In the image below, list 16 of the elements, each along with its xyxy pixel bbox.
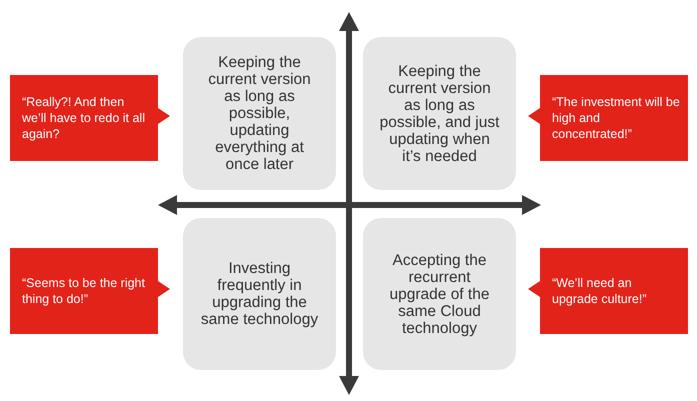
quadrant-box bbox=[363, 37, 516, 190]
speech-bubble bbox=[10, 248, 170, 334]
quadrant-box bbox=[363, 218, 516, 370]
speech-bubble bbox=[10, 75, 170, 161]
quote-text: “Really?! And then we’ll have to redo it all again? bbox=[22, 94, 146, 142]
quadrant-text: Investing frequently in upgrading the same technology bbox=[200, 260, 320, 328]
quadrant-text: Accepting the recurrent upgrade of the same Cloud technology bbox=[388, 252, 490, 336]
quote-text: “We’ll need an upgrade culture!” bbox=[552, 275, 648, 307]
quadrant-text: Keeping the current version as long as possible, updating everything at once later bbox=[207, 54, 312, 173]
quote-text: “Seems to be the right thing to do!” bbox=[22, 275, 146, 307]
speech-bubble bbox=[528, 248, 688, 334]
quadrant-box bbox=[183, 37, 336, 190]
quadrant-box bbox=[183, 218, 336, 370]
quote-text: “The investment will be high and concentrated!” bbox=[552, 94, 680, 142]
speech-bubble bbox=[528, 75, 688, 161]
quadrant-text: Keeping the current version as long as possible, and just updating when it’s needed bbox=[379, 62, 500, 164]
